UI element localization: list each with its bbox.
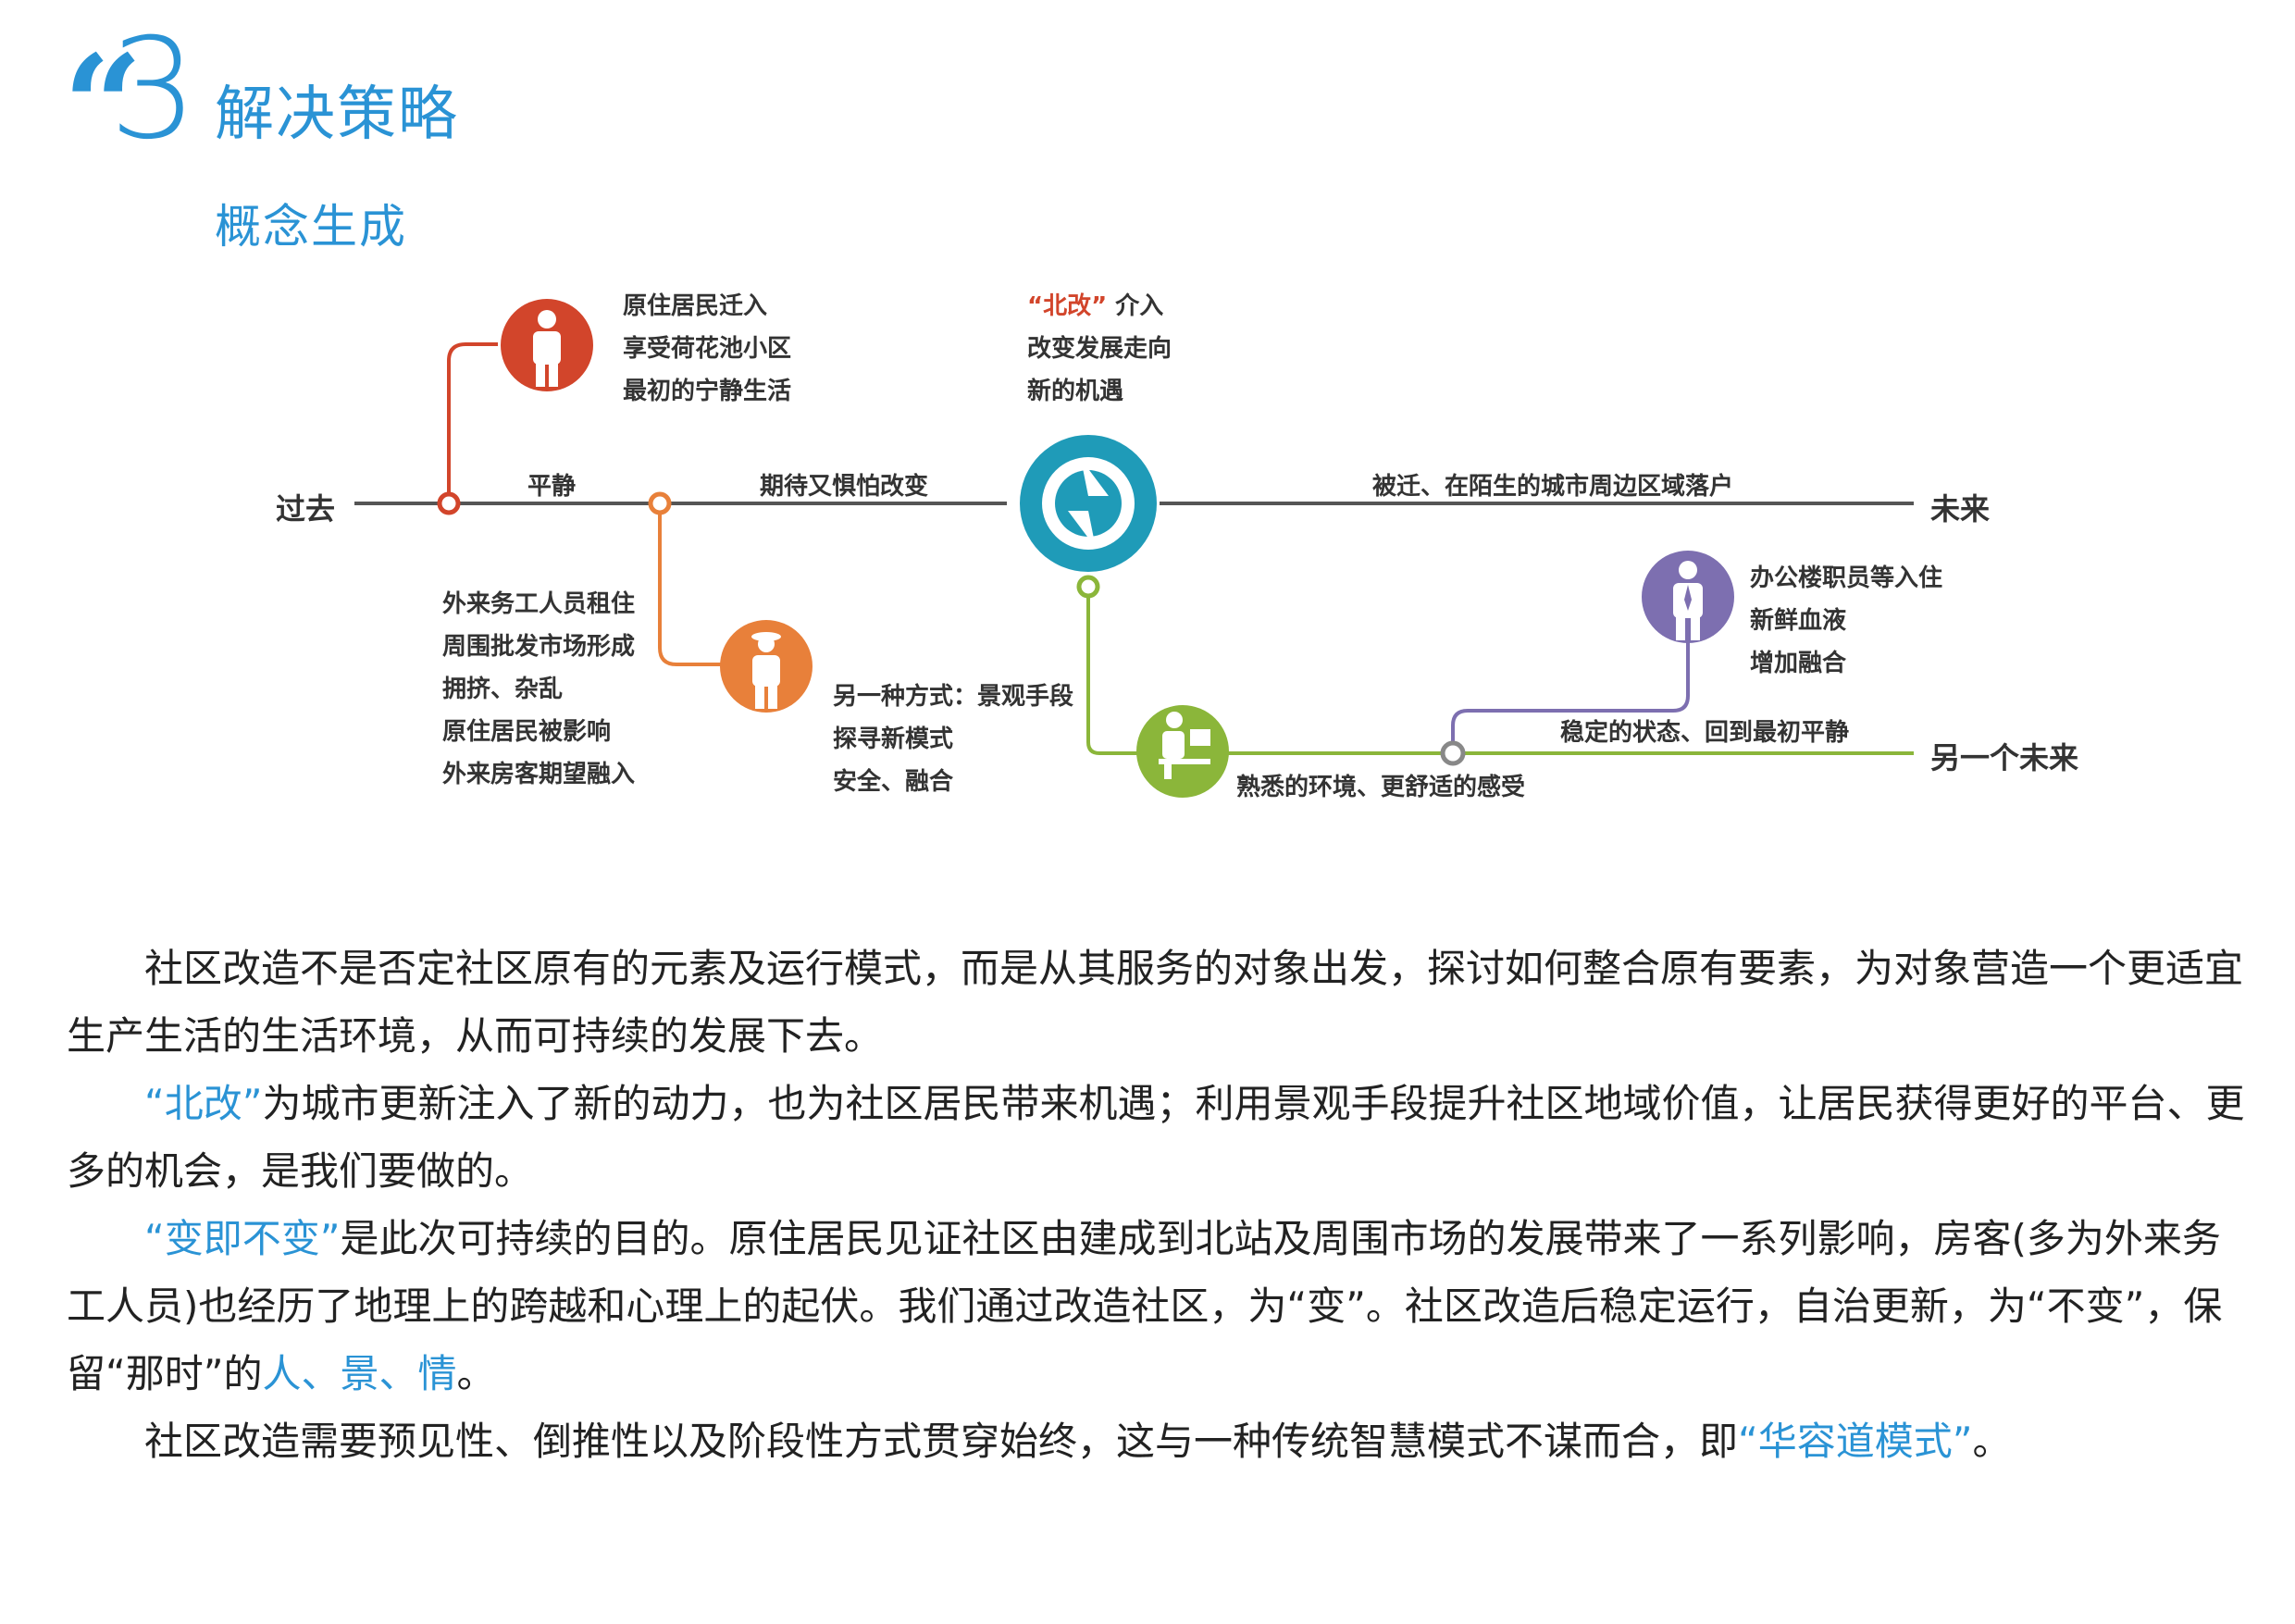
paragraph-4-text: 社区改造需要预见性、倒推性以及阶段性方式贯穿始终，这与一种传统智慧模式不谋而合，… — [144, 1419, 1739, 1464]
office-text-line: 增加融合 — [1750, 650, 1847, 677]
resident-text-line: 最初的宁静生活 — [623, 378, 792, 405]
relocated-label: 被迁、在陌生的城市周边区域落户 — [1372, 473, 1734, 501]
concept-diagram: 过去 未来 另一个未来 平静 期待又惧怕改变 被迁、在陌生的城市周边区域落户 稳… — [248, 278, 2080, 819]
office-text-line: 新鲜血液 — [1750, 607, 1847, 635]
past-label: 过去 — [276, 491, 336, 527]
resident-text-line: 享受荷花池小区 — [623, 335, 792, 363]
node-orange — [648, 491, 672, 515]
resident-text: 原住居民迁入 享受荷花池小区 最初的宁静生活 — [623, 285, 791, 413]
office-text: 办公楼职员等入住 新鲜血液 增加融合 — [1750, 557, 1942, 685]
north-reform-line: 改变发展走向 — [1027, 335, 1172, 363]
diagram-lines — [354, 299, 1914, 798]
desk-worker-icon — [1136, 705, 1229, 798]
north-reform-quoted: “北改” — [1027, 292, 1108, 320]
migrant-text-line: 外来务工人员租住 — [442, 590, 636, 618]
highlight-huarongdao: “华容道模式” — [1738, 1419, 1973, 1464]
person-icon — [501, 299, 593, 391]
node-red — [437, 491, 461, 515]
paragraph-3-end: 。 — [456, 1351, 496, 1396]
future-label: 未来 — [1930, 491, 1991, 527]
calm-label: 平静 — [527, 473, 577, 501]
green-branch — [1086, 588, 1146, 755]
landscape-text-line: 探寻新模式 — [833, 725, 954, 753]
body-text: 社区改造不是否定社区原有的元素及运行模式，而是从其服务的对象出发，探讨如何整合原… — [67, 935, 2251, 1475]
red-branch — [447, 342, 498, 503]
expect-fear-label: 期待又惧怕改变 — [760, 473, 929, 501]
node-green — [1076, 575, 1100, 599]
paragraph-3-text: 是此次可持续的目的。原住居民见证社区由建成到北站及周围市场的发展带来了一系列影响… — [67, 1216, 2223, 1396]
migrant-text-line: 外来房客期望融入 — [442, 761, 636, 788]
office-text-line: 办公楼职员等入住 — [1750, 564, 1943, 592]
landscape-text-line: 安全、融合 — [833, 768, 954, 796]
migrant-text-line: 周围批发市场形成 — [442, 633, 636, 661]
highlight-north-reform: “北改” — [144, 1081, 263, 1126]
landscape-text: 另一种方式：景观手段 探寻新模式 安全、融合 — [833, 676, 1073, 803]
highlight-people-scene-feeling: 人、景、情 — [262, 1351, 457, 1396]
north-reform-text: “北改” 介入 改变发展走向 新的机遇 — [1027, 285, 1172, 413]
other-future-label: 另一个未来 — [1930, 740, 2079, 775]
node-purple — [1440, 740, 1466, 766]
migrant-text-line: 拥挤、杂乱 — [442, 676, 564, 703]
migrant-text-line: 原住居民被影响 — [442, 718, 612, 746]
orange-branch — [658, 503, 729, 666]
paragraph-2-text: 为城市更新注入了新的动力，也为社区居民带来机遇；利用景观手段提升社区地域价值，让… — [67, 1081, 2245, 1194]
quote-mark: “ — [63, 25, 143, 188]
section-number: 3 — [109, 9, 198, 170]
paragraph-3: “变即不变”是此次可持续的目的。原住居民见证社区由建成到北站及周围市场的发展带来… — [67, 1205, 2251, 1407]
landscape-text-line: 另一种方式：景观手段 — [833, 683, 1074, 711]
purple-branch — [1451, 629, 1690, 753]
resident-text-line: 原住居民迁入 — [623, 292, 768, 320]
paragraph-2: “北改”为城市更新注入了新的动力，也为社区居民带来机遇；利用景观手段提升社区地域… — [67, 1070, 2251, 1205]
businessman-icon — [1642, 551, 1734, 643]
familiar-label: 熟悉的环境、更舒适的感受 — [1236, 774, 1526, 801]
section-title: 解决策略 — [215, 81, 459, 149]
paragraph-4: 社区改造需要预见性、倒推性以及阶段性方式贯穿始终，这与一种传统智慧模式不谋而合，… — [67, 1407, 2251, 1475]
highlight-change: “变即不变” — [144, 1216, 341, 1261]
north-reform-title: “北改” 介入 — [1027, 285, 1172, 328]
section-subtitle: 概念生成 — [215, 200, 407, 254]
page-header: “ 3 解决策略 概念生成 — [0, 0, 2295, 278]
paragraph-4-end: 。 — [1972, 1419, 2012, 1464]
north-reform-rest: 介入 — [1115, 292, 1164, 320]
north-reform-line: 新的机遇 — [1027, 378, 1124, 405]
migrant-text: 外来务工人员租住 周围批发市场形成 拥挤、杂乱 原住居民被影响 外来房客期望融入 — [442, 583, 635, 796]
refresh-icon — [1020, 435, 1157, 572]
stable-label: 稳定的状态、回到最初平静 — [1560, 719, 1850, 747]
worker-icon — [720, 620, 813, 713]
paragraph-1: 社区改造不是否定社区原有的元素及运行模式，而是从其服务的对象出发，探讨如何整合原… — [67, 946, 2244, 1059]
